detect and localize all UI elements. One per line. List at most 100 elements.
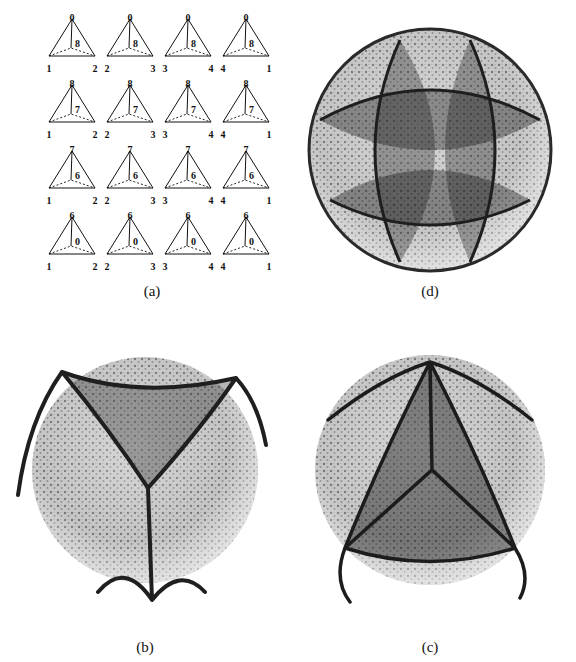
inner-vertex-number: 6 [249, 170, 254, 181]
inner-edge [187, 85, 188, 114]
triangle-edge [49, 217, 95, 254]
inner-vertex-number: 8 [75, 38, 80, 49]
triangle-edge [107, 151, 153, 188]
sphere-b [18, 357, 266, 600]
hidden-edge [223, 246, 269, 254]
vertex-number: 4 [221, 63, 226, 74]
sphere-rim [309, 29, 551, 271]
hidden-edge [165, 114, 211, 122]
vertex-number: 3 [151, 129, 156, 140]
vertex-number: 1 [47, 261, 52, 272]
inner-vertex-number: 7 [249, 104, 254, 115]
hidden-edge [107, 114, 153, 122]
inner-vertex-number: 6 [75, 170, 80, 181]
tetrahedron-projection: 8741 [218, 72, 274, 136]
vertex-number: 3 [163, 261, 168, 272]
vertex-number: 6 [128, 210, 133, 221]
vertex-number: 4 [221, 261, 226, 272]
sphere-body [32, 357, 258, 583]
triangle-edge [49, 151, 95, 188]
hidden-edge [165, 246, 211, 254]
vertex-number: 2 [105, 129, 110, 140]
inner-edge [187, 151, 188, 180]
hidden-edge [223, 48, 269, 56]
sphere-shade [308, 28, 552, 272]
vertex-number: 7 [70, 144, 75, 155]
hidden-edge [223, 180, 269, 188]
panel-label: (d) [421, 283, 439, 300]
vertex-number: 3 [151, 195, 156, 206]
triangle-edge [223, 85, 269, 122]
panel-label: (b) [136, 639, 154, 656]
tetrahedron-projection: 0823 [102, 6, 158, 70]
sphere-c [315, 355, 545, 602]
triangle-edge [165, 85, 211, 122]
hidden-edge [107, 48, 153, 56]
tetrahedron-projection: 6041 [218, 204, 274, 268]
triangle-edge [165, 19, 211, 56]
vertex-number: 4 [221, 195, 226, 206]
vertex-number: 1 [267, 129, 272, 140]
hidden-edge [49, 180, 95, 188]
vertex-number: 3 [163, 129, 168, 140]
hidden-edge [165, 180, 211, 188]
inner-vertex-number: 0 [191, 236, 196, 247]
inner-edge [187, 19, 188, 48]
inner-edge [245, 85, 246, 114]
vertex-number: 4 [209, 261, 214, 272]
vertex-number: 7 [186, 144, 191, 155]
vertex-number: 8 [186, 78, 191, 89]
inner-edge [245, 151, 246, 180]
tetrahedron-projection: 7623 [102, 138, 158, 202]
tetrahedron-projection: 6012 [44, 204, 100, 268]
wire-arcs [320, 40, 540, 262]
sphere-d [308, 28, 552, 272]
vertex-number: 2 [93, 261, 98, 272]
triangle-edge [223, 217, 269, 254]
vertex-number: 4 [209, 129, 214, 140]
hidden-edge [223, 114, 269, 122]
sphere-body [308, 28, 552, 272]
inner-edge [129, 19, 130, 48]
inner-vertex-number: 7 [133, 104, 138, 115]
triangle-edge [107, 19, 153, 56]
inner-edge [245, 19, 246, 48]
triangle-edge [165, 217, 211, 254]
triangle-edge [49, 85, 95, 122]
vertex-number: 7 [244, 144, 249, 155]
triangle-edge [107, 217, 153, 254]
dark-band [445, 40, 495, 262]
vertex-number: 0 [128, 12, 133, 23]
wire-arcs [18, 372, 266, 600]
sphere-shade [32, 357, 258, 583]
hidden-edge [107, 180, 153, 188]
triangle-edge [49, 19, 95, 56]
triangle-edge [223, 19, 269, 56]
triangle-edge [165, 151, 211, 188]
inner-vertex-number: 0 [133, 236, 138, 247]
triangle-edge [107, 85, 153, 122]
inner-edge [71, 217, 72, 246]
inner-vertex-number: 0 [249, 236, 254, 247]
vertex-number: 2 [105, 63, 110, 74]
tetrahedron-projection: 7634 [160, 138, 216, 202]
panel-label: (a) [144, 283, 161, 300]
inner-vertex-number: 7 [191, 104, 196, 115]
hidden-edge [107, 246, 153, 254]
vertex-number: 3 [163, 195, 168, 206]
vertex-number: 6 [70, 210, 75, 221]
hidden-edge [165, 48, 211, 56]
inner-edge [129, 85, 130, 114]
tetrahedron-projection: 8723 [102, 72, 158, 136]
tetrahedron-projection: 7641 [218, 138, 274, 202]
inner-edge [187, 217, 188, 246]
vertex-number: 0 [244, 12, 249, 23]
vertex-number: 2 [93, 195, 98, 206]
wire-arcs [328, 362, 532, 602]
tetrahedron-projection: 0841 [218, 6, 274, 70]
vertex-number: 1 [47, 63, 52, 74]
dark-band [375, 40, 435, 262]
vertex-number: 2 [93, 63, 98, 74]
tetrahedron-projection: 8734 [160, 72, 216, 136]
